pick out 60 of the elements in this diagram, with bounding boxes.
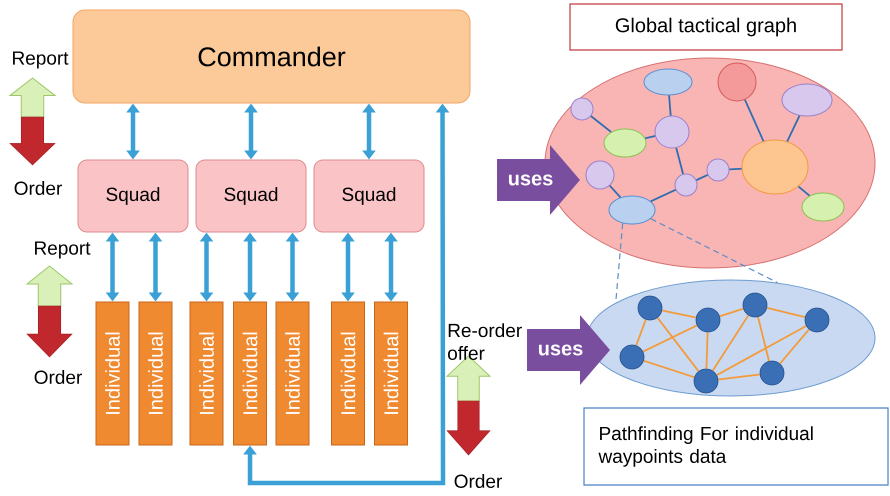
connector-line [642, 324, 698, 352]
connector-line [650, 189, 676, 202]
waypoint-circle [696, 308, 720, 332]
waypoint-circle [638, 296, 662, 320]
connector-line [712, 314, 750, 372]
squad-box: Squad [314, 160, 424, 232]
connector-line [720, 308, 744, 318]
individual-box: Individual [96, 302, 130, 446]
connector-line [706, 332, 708, 369]
individual-box: Individual [233, 302, 267, 446]
waypoint-circle [804, 308, 830, 332]
connector-line [662, 310, 696, 318]
connector-line [757, 316, 770, 362]
squad-box: Squad [78, 160, 188, 232]
graph-node [608, 196, 656, 224]
connector-line [716, 325, 807, 376]
connector-line [744, 99, 764, 142]
connector-line [729, 168, 742, 170]
waypoint-circle [760, 360, 784, 386]
waypoint-circle [694, 368, 718, 394]
connector-line [656, 317, 700, 372]
individual-box: Individual [190, 302, 224, 446]
connector-line [718, 374, 760, 380]
connector-line [786, 115, 800, 142]
graph-node [782, 84, 832, 116]
graph-node [586, 160, 614, 190]
waypoint-circle [620, 344, 644, 370]
connector-line [590, 115, 612, 133]
graph-node [654, 116, 690, 148]
connector-line [635, 319, 647, 346]
individual-box: Individual [331, 302, 365, 446]
graph-node [718, 62, 756, 102]
waypoint-circle [742, 292, 768, 318]
text-label: Order [454, 474, 502, 488]
caption-box: Pathfinding For individual waypoints data [583, 407, 889, 486]
connector-line [644, 360, 694, 378]
connector-line [779, 328, 810, 364]
connector-line [798, 186, 810, 196]
graph-node [706, 158, 730, 182]
commander-box: Commander [72, 10, 470, 104]
dashed-line [650, 218, 778, 284]
squad-box: Squad [196, 160, 306, 232]
graph-node [604, 128, 646, 158]
title-box: Global tactical graph [569, 3, 843, 51]
text-label: Re-order offer [448, 323, 522, 360]
connector-line [696, 174, 708, 181]
connector-line [668, 95, 672, 116]
graph-node [644, 68, 692, 96]
graph-node [802, 192, 845, 222]
connector-line [766, 307, 806, 318]
connector-line [675, 148, 684, 174]
individual-box: Individual [374, 302, 408, 446]
graph-node [742, 140, 808, 194]
text-label: Report [35, 242, 90, 258]
individual-box: Individual [276, 302, 310, 446]
graph-node [570, 98, 594, 120]
connector-line [645, 135, 656, 140]
connector-line [609, 185, 622, 198]
graph-node [674, 174, 698, 196]
individual-box: Individual [138, 302, 172, 446]
